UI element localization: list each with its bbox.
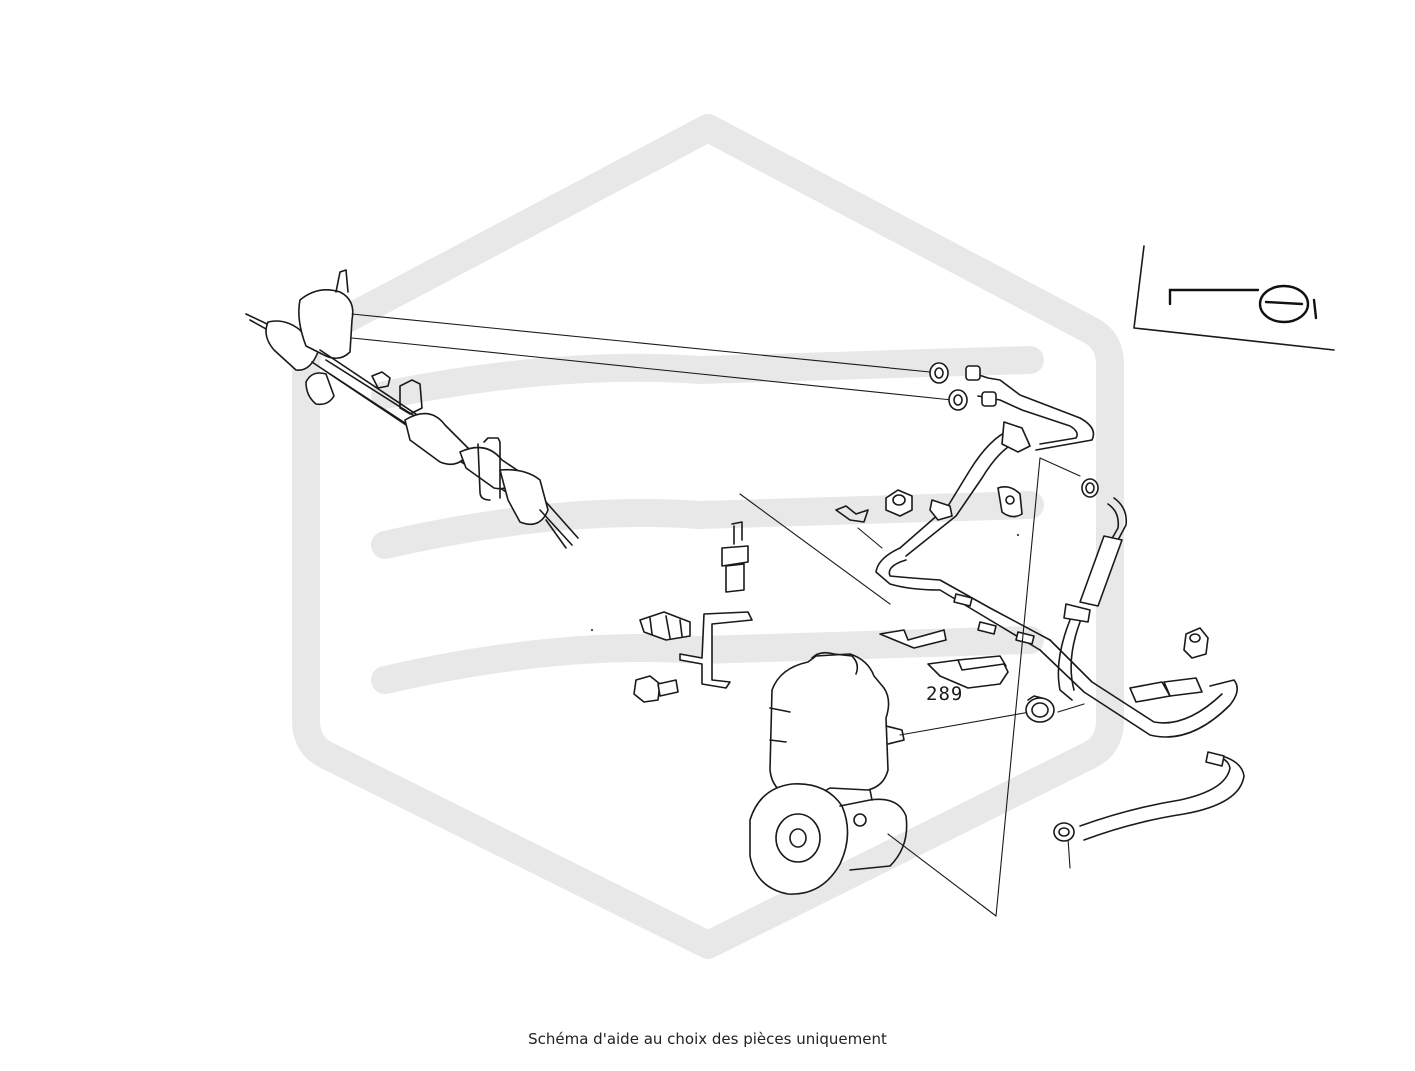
return-hose-icon [1079, 751, 1245, 841]
bracket-icon [639, 611, 1009, 689]
vehicle-silhouette-icon [1133, 245, 1335, 351]
pressure-hose-assembly-icon [875, 365, 1238, 738]
nut-icon [835, 489, 1209, 659]
pressure-line-connectors [351, 313, 953, 401]
hose-clamp-icon [1025, 695, 1075, 842]
sealing-washer-icon [929, 362, 1099, 498]
diagram-caption: Schéma d'aide au choix des pièces unique… [528, 1030, 887, 1048]
steering-rack-icon [245, 269, 579, 549]
power-steering-pump-icon [749, 651, 908, 895]
diagram-specks [591, 534, 1019, 631]
watermark-logo [292, 114, 1124, 959]
bracket-frame-lines [739, 457, 1085, 917]
bolt-icon [633, 675, 679, 703]
part-number-label: 289 [926, 683, 964, 705]
stud-icon [721, 521, 749, 593]
